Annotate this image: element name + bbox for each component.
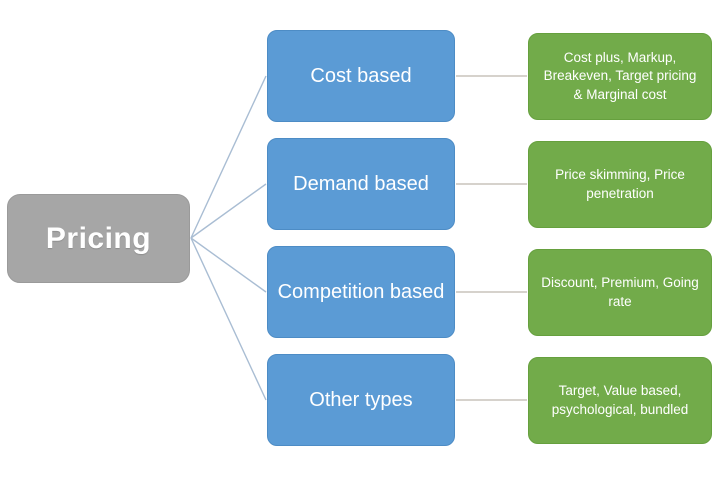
node-cost-based-detail: Cost plus, Markup, Breakeven, Target pri… <box>528 33 712 120</box>
detail-text: Price skimming, Price penetration <box>555 166 685 201</box>
node-competition-based: Competition based <box>267 246 455 338</box>
branch-label: Demand based <box>293 172 429 195</box>
branch-label: Other types <box>309 388 413 411</box>
branch-label: Competition based <box>277 280 445 303</box>
fanout-line-other <box>190 237 267 401</box>
node-competition-based-detail: Discount, Premium, Going rate <box>528 249 712 336</box>
detail-text: Discount, Premium, Going rate <box>541 274 699 309</box>
node-pricing-root: Pricing <box>7 194 190 283</box>
fanout-line-demand <box>190 183 267 239</box>
node-other-types-detail: Target, Value based, psychological, bund… <box>528 357 712 444</box>
node-other-types: Other types <box>267 354 455 446</box>
node-demand-based-detail: Price skimming, Price penetration <box>528 141 712 228</box>
detail-text: Target, Value based, psychological, bund… <box>551 382 689 417</box>
node-demand-based: Demand based <box>267 138 455 230</box>
branch-label: Cost based <box>310 64 412 87</box>
fanout-line-competition <box>190 237 267 293</box>
node-cost-based: Cost based <box>267 30 455 122</box>
detail-text: Cost plus, Markup, Breakeven, Target pri… <box>543 49 697 102</box>
fanout-line-cost <box>190 75 267 239</box>
root-label: Pricing <box>45 221 152 255</box>
